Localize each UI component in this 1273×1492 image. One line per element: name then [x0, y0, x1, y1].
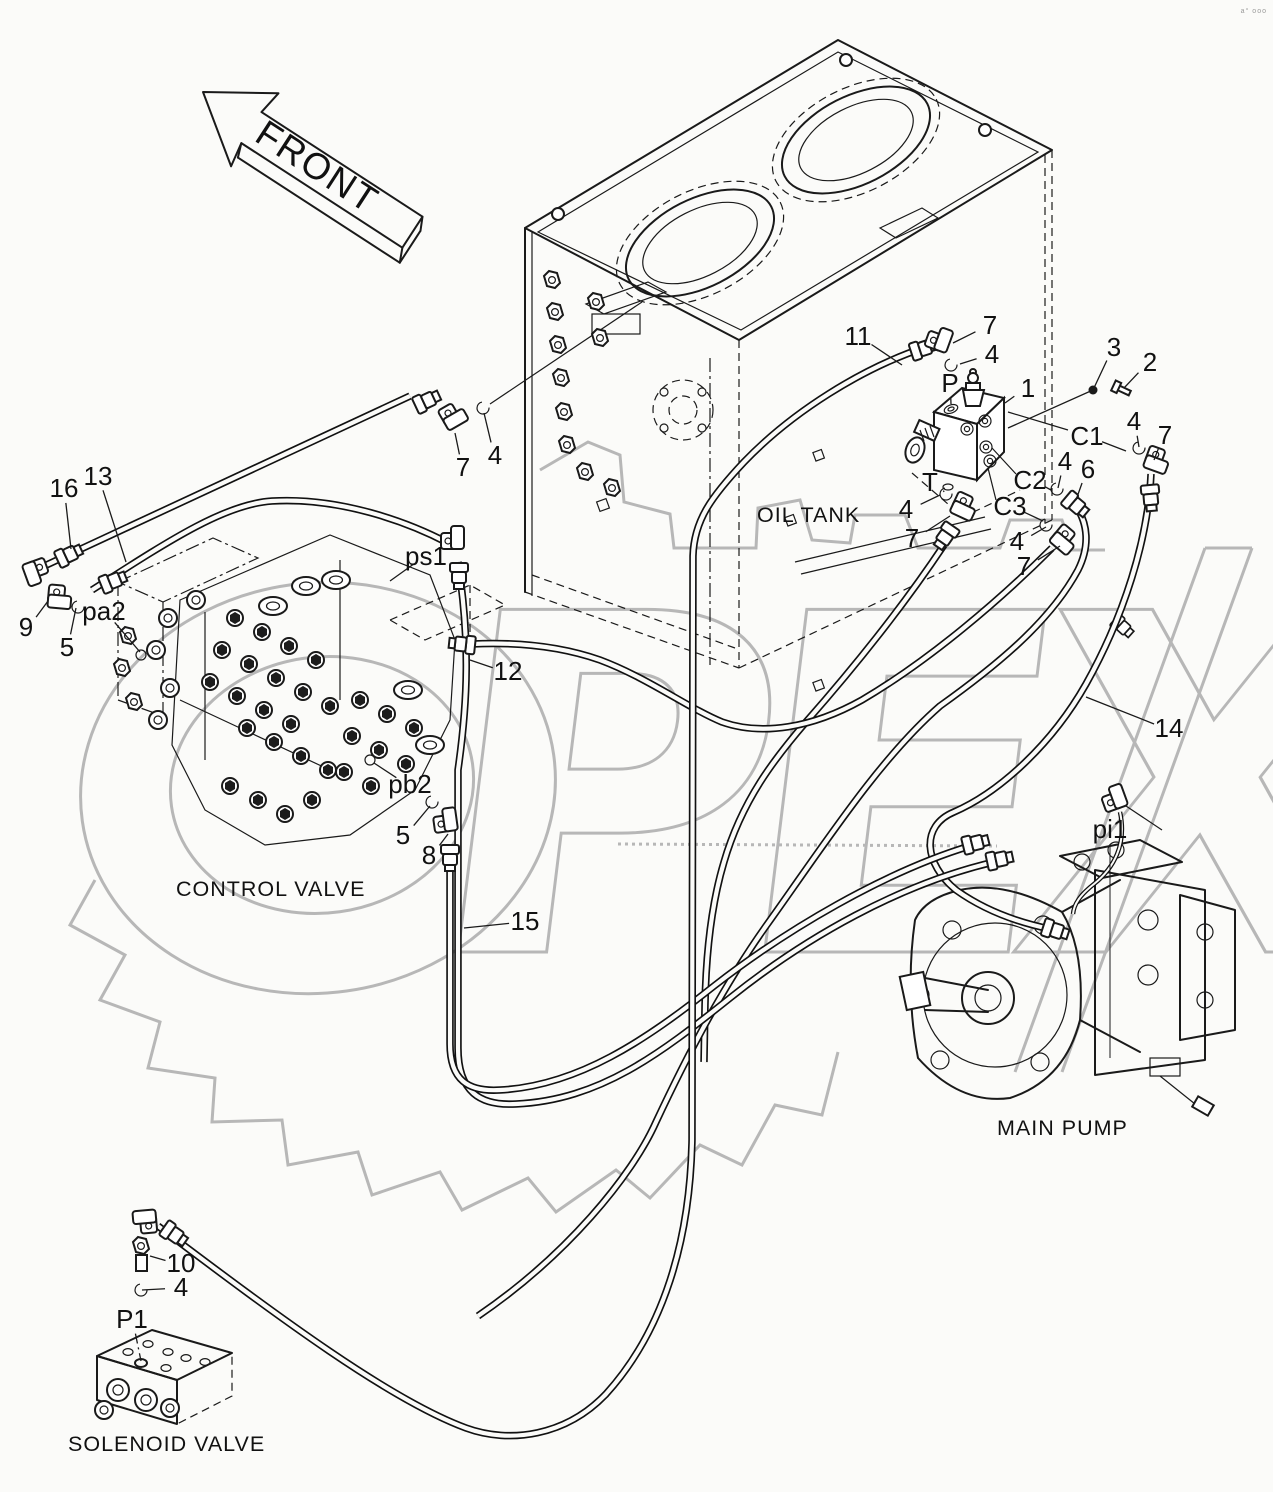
corner-mark: a° ooo: [1240, 8, 1267, 15]
watermark-art: PEX: [67, 440, 1273, 1215]
main-pump-drawing: [898, 613, 1236, 1118]
solenoid-valve-drawing: [94, 1329, 233, 1425]
hose-fittings: [20, 322, 1174, 1297]
front-arrow: FRONT: [202, 91, 424, 264]
oil-tank-drawing: [489, 39, 1053, 692]
leader-lines: [35, 331, 1159, 1362]
hose-lines: [38, 343, 1155, 1440]
front-arrow-label: FRONT: [249, 112, 387, 221]
watermark-text: PEX: [401, 517, 1273, 1064]
pilot-valve-block-drawing: [904, 368, 1134, 518]
control-valve-drawing: [113, 534, 507, 846]
